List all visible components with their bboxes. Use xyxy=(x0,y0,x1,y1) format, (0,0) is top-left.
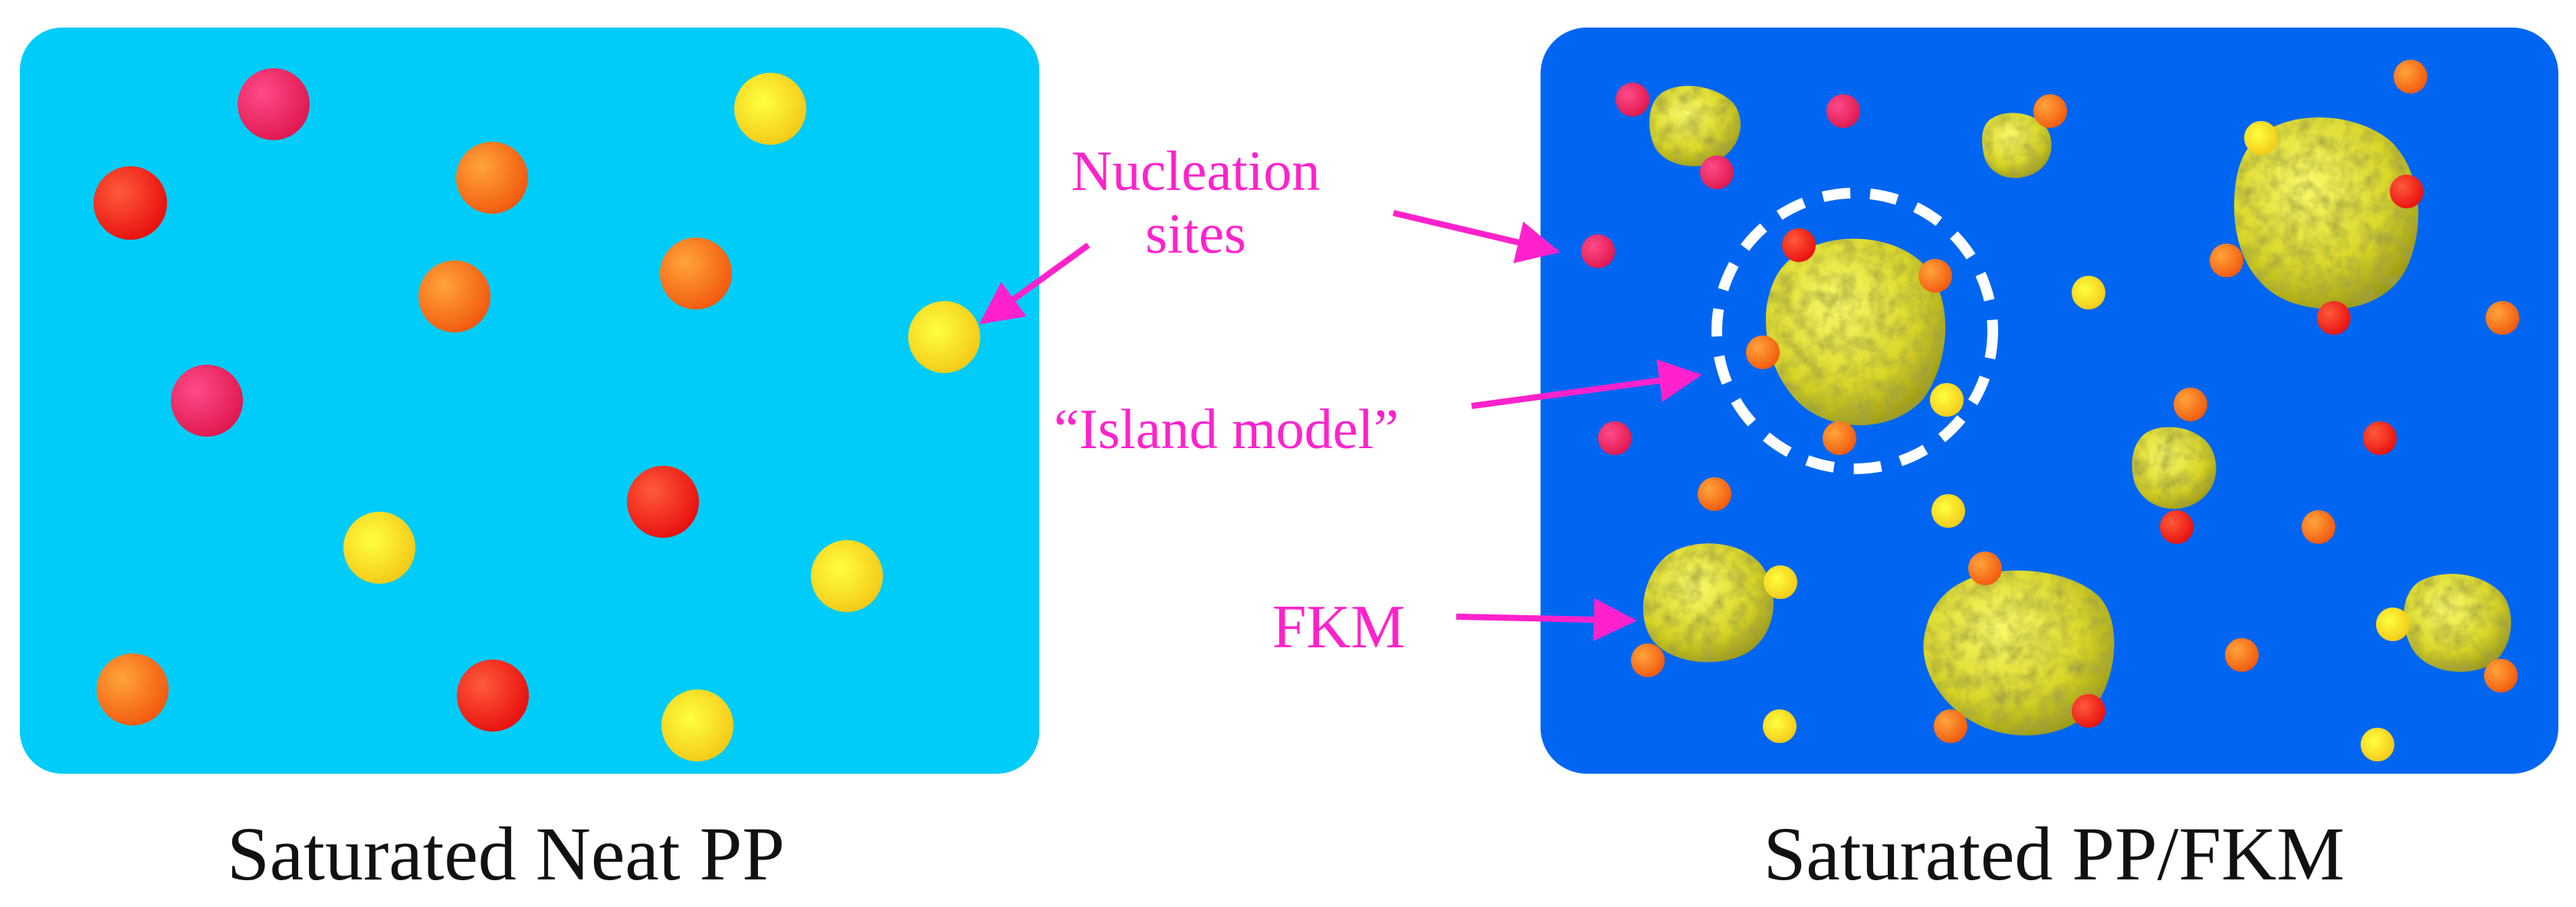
nucleation-site xyxy=(457,660,529,732)
nucleation-site xyxy=(2363,421,2397,455)
arrow-island-model xyxy=(1471,359,1702,409)
island-model-ring xyxy=(1711,188,1998,474)
nucleation-site xyxy=(660,237,732,309)
nucleation-site xyxy=(238,68,310,140)
nucleation-site xyxy=(2072,276,2105,309)
panel-neat-pp xyxy=(20,28,1039,774)
nucleation-site xyxy=(2160,510,2194,544)
nucleation-site xyxy=(1968,552,2002,585)
nucleation-sites-label-line1: Nucleation xyxy=(1071,140,1321,203)
arrow-nucleation-right xyxy=(1393,210,1560,264)
fkm-particle xyxy=(1982,113,2052,178)
nucleation-site xyxy=(2244,121,2278,155)
fkm-particle xyxy=(2404,574,2512,672)
nucleation-site xyxy=(2484,659,2518,693)
fkm-particle xyxy=(1765,238,1946,426)
island-model-label: “Island model” xyxy=(1054,398,1399,461)
fkm-particle xyxy=(2234,117,2419,309)
nucleation-site xyxy=(2361,728,2394,761)
nucleation-site xyxy=(1763,709,1797,743)
nucleation-site xyxy=(2394,60,2427,93)
nucleation-site xyxy=(343,512,415,584)
nucleation-site xyxy=(2302,510,2335,544)
nucleation-sites-label-line2: sites xyxy=(1145,203,1246,266)
nucleation-site xyxy=(2390,175,2423,208)
caption-pp-fkm: Saturated PP/FKM xyxy=(1764,811,2345,896)
fkm-particle xyxy=(1649,86,1741,167)
nucleation-site xyxy=(1931,494,1965,528)
panel-neat-pp-background xyxy=(20,28,1039,774)
nucleation-site xyxy=(1918,259,1952,293)
nucleation-site xyxy=(661,689,733,761)
nucleation-site xyxy=(1826,94,1860,128)
nucleation-site xyxy=(418,260,491,332)
nucleation-site xyxy=(2225,638,2259,672)
nucleation-site xyxy=(1746,336,1780,369)
nucleation-site xyxy=(97,653,169,725)
arrow-nucleation-left xyxy=(979,242,1091,325)
nucleation-site xyxy=(2486,301,2519,335)
nucleation-site xyxy=(1700,156,1734,189)
nucleation-site xyxy=(1698,477,1731,511)
caption-neat-pp: Saturated Neat PP xyxy=(227,811,785,896)
nucleation-site xyxy=(908,301,980,373)
fkm-particle xyxy=(1642,543,1774,663)
nucleation-site xyxy=(2072,694,2105,728)
nucleation-site xyxy=(1823,421,1856,455)
nucleation-site xyxy=(1764,565,1797,599)
nucleation-site xyxy=(811,540,883,612)
arrow-fkm xyxy=(1455,598,1637,641)
panel-pp-fkm xyxy=(1541,28,2558,774)
fkm-particle xyxy=(1923,570,2115,735)
nucleation-site xyxy=(627,466,699,538)
neat-pp-nucleation-sites xyxy=(94,68,980,761)
nucleation-site xyxy=(2317,301,2351,335)
nucleation-site xyxy=(94,166,167,240)
nucleation-site xyxy=(1631,643,1665,677)
pp-fkm-nucleation-sites xyxy=(1581,60,2519,761)
nucleation-site xyxy=(1581,234,1615,268)
nucleation-site xyxy=(171,365,243,437)
nucleation-site xyxy=(2174,388,2207,421)
nucleation-site xyxy=(1930,383,1964,417)
nucleation-site xyxy=(2210,244,2243,277)
nucleation-site xyxy=(456,142,528,214)
fkm-particle xyxy=(2131,427,2217,509)
nucleation-site xyxy=(2376,607,2410,641)
nucleation-site xyxy=(1616,83,1649,116)
nucleation-site xyxy=(1598,421,1632,455)
fkm-particles xyxy=(1642,86,2512,735)
nucleation-site xyxy=(1782,228,1816,262)
fkm-label: FKM xyxy=(1272,594,1405,661)
nucleation-site xyxy=(734,73,806,145)
nucleation-site xyxy=(2033,94,2067,128)
annotations: Nucleation sites “Island model” FKM xyxy=(979,140,1702,661)
nucleation-site xyxy=(1934,709,1967,743)
